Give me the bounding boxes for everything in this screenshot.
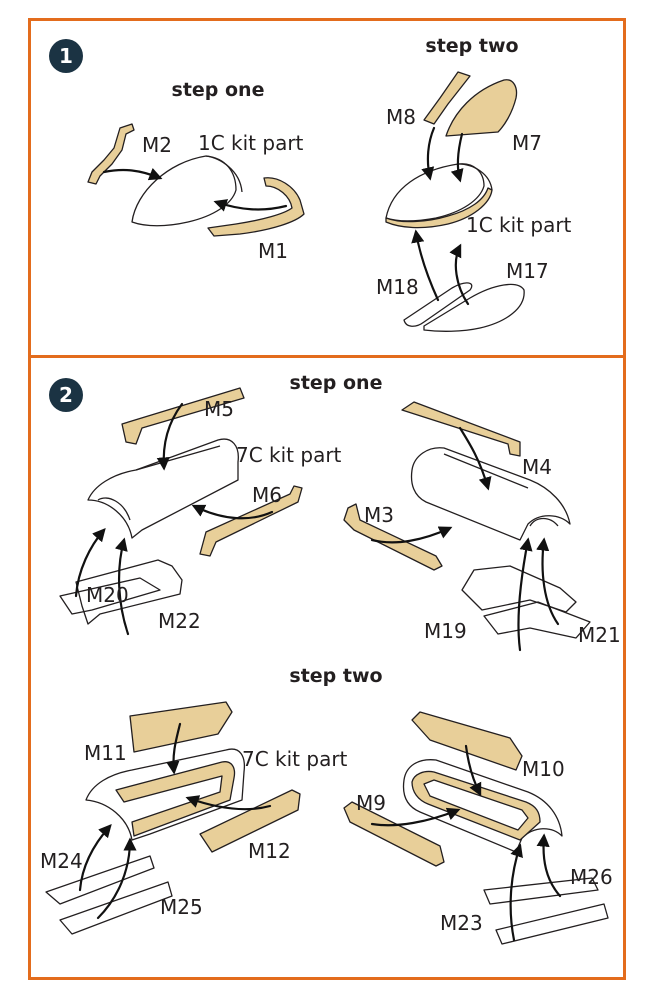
clear-part-m23 <box>495 903 609 945</box>
label-1c-kit-part: 1C kit part <box>198 131 304 155</box>
etched-part-m12 <box>199 789 301 853</box>
clear-part-m18 <box>403 282 473 327</box>
panel-2-step-two: step two M11 7C kit part M12 M24 M25 <box>40 665 613 945</box>
clear-part-m17 <box>423 283 525 332</box>
arrow-m11-down <box>166 722 182 775</box>
step-number-badge <box>49 39 83 73</box>
arrow-m1-to-canopy <box>213 199 288 212</box>
clear-part-m24 <box>45 855 155 905</box>
arrow-m19-up <box>517 537 533 652</box>
panel-2-step-one: step one M5 7C kit part M6 M20 M22 <box>59 372 621 652</box>
label-m26: M26 <box>570 865 613 889</box>
step-one-title: step one <box>290 372 383 394</box>
step-one-title: step one <box>172 79 265 101</box>
arrow-m12-left <box>185 795 272 811</box>
etched-part-m6 <box>199 485 303 557</box>
label-1c-kit-part-step-two: 1C kit part <box>466 213 572 237</box>
label-m19: M19 <box>424 619 467 643</box>
panel-1-step-two: step two M8 M7 1C kit part M18 M17 <box>376 35 572 332</box>
label-m20: M20 <box>86 583 129 607</box>
etched-part-m7 <box>445 79 518 137</box>
canopy-frame-line <box>205 155 243 193</box>
clear-part-m21 <box>483 601 591 639</box>
arrow-m5-down <box>156 402 184 471</box>
arrow-m6-left <box>191 504 274 520</box>
label-m1: M1 <box>258 239 288 263</box>
kit-part-1c-canopy <box>131 155 237 227</box>
arrow-m18-up <box>411 229 440 302</box>
label-m10: M10 <box>522 757 565 781</box>
label-m8: M8 <box>386 105 416 129</box>
etched-part-m9 <box>343 801 445 867</box>
arrow-m24-up <box>78 824 112 892</box>
kit-part-7c-right-inner <box>443 453 559 527</box>
arrow-m8-down <box>421 126 436 181</box>
arrow-m17-up <box>449 243 470 306</box>
arrow-m2-to-canopy <box>102 167 163 181</box>
label-m23: M23 <box>440 911 483 935</box>
panel-1-step-one: step one M2 1C kit part M1 <box>87 79 305 263</box>
etched-frame-m11-installed <box>115 761 236 837</box>
etched-part-m4 <box>401 401 521 457</box>
arrow-m25-up <box>96 837 137 920</box>
etched-part-m2 <box>87 123 135 185</box>
arrow-m20-up <box>74 528 106 598</box>
panel-1: 1 step one M2 1C kit part M1 step two <box>49 35 572 332</box>
etched-frame-m10-installed <box>411 770 541 841</box>
label-m25: M25 <box>160 895 203 919</box>
arrow-m21-up <box>536 537 560 626</box>
label-m11: M11 <box>84 741 127 765</box>
arrow-m23-up <box>509 843 523 942</box>
label-m17: M17 <box>506 259 549 283</box>
label-m6: M6 <box>252 483 282 507</box>
canopy-frame-line <box>457 163 493 191</box>
etched-part-m1 <box>207 177 305 237</box>
arrow-m3-right <box>370 526 453 544</box>
label-m12: M12 <box>248 839 291 863</box>
label-m9: M9 <box>356 791 386 815</box>
label-m4: M4 <box>522 455 552 479</box>
etched-part-m5 <box>121 387 245 445</box>
label-m2: M2 <box>142 133 172 157</box>
label-m3: M3 <box>364 503 394 527</box>
clear-part-m26 <box>483 877 599 905</box>
label-7c-kit-part: 7C kit part <box>236 443 342 467</box>
panel-2-frame <box>28 355 626 980</box>
etched-part-m3 <box>343 503 443 571</box>
label-m24: M24 <box>40 849 83 873</box>
label-m22: M22 <box>158 609 201 633</box>
kit-part-7c-right <box>410 447 571 541</box>
arrow-m4-down <box>458 426 492 491</box>
step-number-badge <box>49 378 83 412</box>
label-7c-kit-part-step-two: 7C kit part <box>242 747 348 771</box>
clear-part-m20 <box>59 577 161 615</box>
etched-part-m8 <box>423 71 471 125</box>
step-two-title: step two <box>425 35 518 57</box>
step-number: 2 <box>59 383 73 407</box>
label-m21: M21 <box>578 623 621 647</box>
kit-part-7c-left <box>87 438 239 539</box>
step-two-title: step two <box>289 665 382 687</box>
panel-2: 2 step one M5 7C kit part M6 M20 M22 <box>40 372 621 945</box>
arrow-m22-up <box>114 537 130 636</box>
arrow-m26-up <box>536 833 562 898</box>
etched-part-m11 <box>129 701 233 753</box>
label-m18: M18 <box>376 275 419 299</box>
arrow-m9-right <box>370 807 461 827</box>
arrow-m10-down <box>464 744 482 797</box>
clear-part-m25 <box>59 881 173 935</box>
label-m5: M5 <box>204 397 234 421</box>
clear-part-m19 <box>461 565 577 613</box>
etched-part-m10 <box>411 711 523 771</box>
arrow-m7-down <box>450 132 464 183</box>
label-m7: M7 <box>512 131 542 155</box>
step-number: 1 <box>59 44 73 68</box>
kit-part-7c-left-inner <box>97 445 221 521</box>
